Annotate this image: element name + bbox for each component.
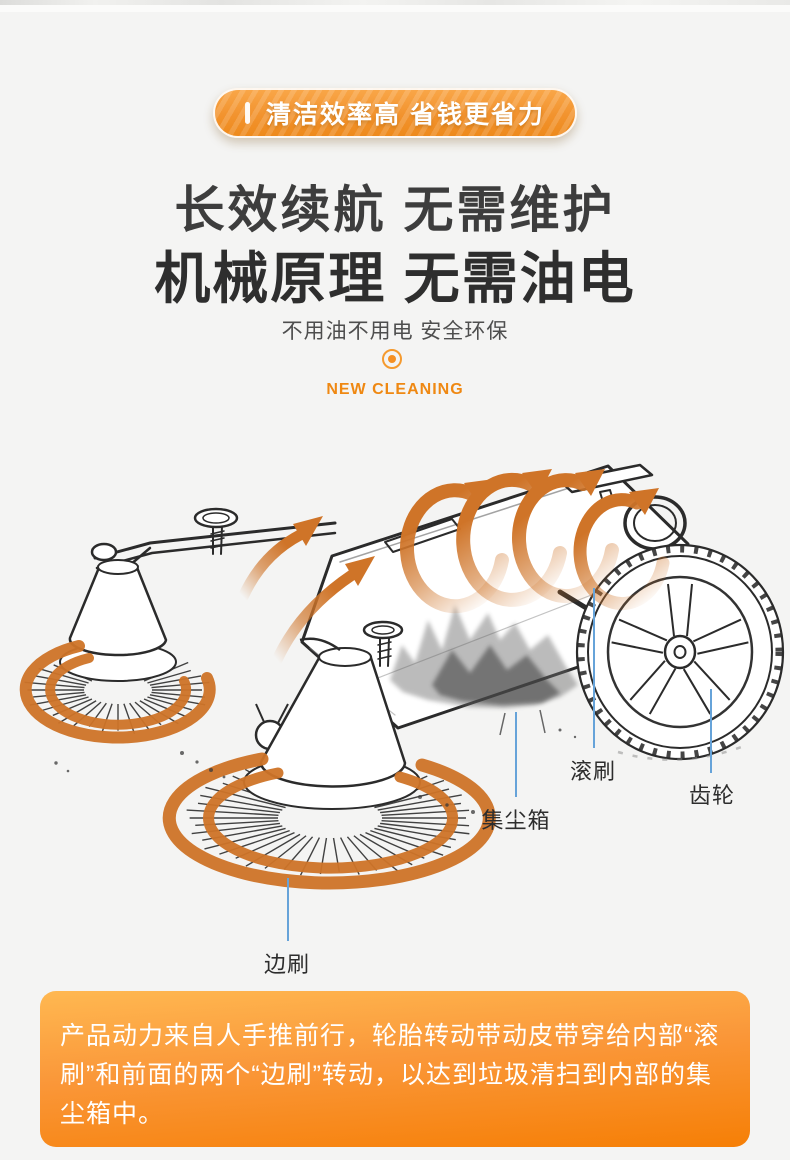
feature-badge: 清洁效率高 省钱更省力 <box>213 88 577 138</box>
thumb-screw-front <box>362 620 404 667</box>
debris-specks <box>54 728 577 814</box>
sweeper-sketch-illustration <box>19 463 785 941</box>
description-text: 产品动力来自人手推前行，轮胎转动带动皮带穿给内部“滚刷”和前面的两个“边刷”转动… <box>60 1022 720 1128</box>
callout-label-dust-box: 集尘箱 <box>481 808 551 833</box>
badge-accent-bar-icon <box>245 102 251 124</box>
badge-label: 清洁效率高 省钱更省力 <box>266 101 545 129</box>
wheel-spokes <box>611 583 749 715</box>
headline-line1: 长效续航 无需维护 <box>174 182 616 238</box>
subtitle-text: 不用油不用电 安全环保 <box>281 320 509 343</box>
tagline-text: NEW CLEANING <box>326 381 464 398</box>
description-panel: 产品动力来自人手推前行，轮胎转动带动皮带穿给内部“滚刷”和前面的两个“边刷”转动… <box>40 991 750 1147</box>
callout-label-roller-brush: 滚刷 <box>569 759 617 784</box>
airflow-swirl-arrows <box>400 469 670 614</box>
headline-line2: 机械原理 无需油电 <box>154 247 636 310</box>
ink-wash-mountains <box>390 605 578 736</box>
previous-section-edge <box>0 0 790 5</box>
section-divider <box>0 5 790 12</box>
target-dot-icon <box>382 349 402 369</box>
belt-direction-arrows <box>237 516 375 666</box>
callout-label-gear: 齿轮 <box>688 783 736 808</box>
callout-label-side-brush: 边刷 <box>263 952 311 977</box>
callout-lines <box>287 588 712 941</box>
brush-rotation-rings <box>19 640 496 890</box>
thumb-screw-left <box>193 507 239 555</box>
